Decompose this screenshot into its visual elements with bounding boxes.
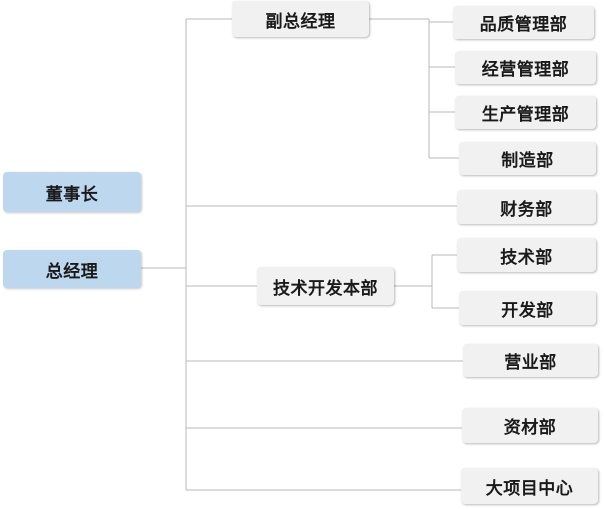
deputy-gm-box: 副总经理 (232, 1, 369, 37)
dept-operations-label: 经营管理部 (481, 60, 570, 80)
dept-manufacturing-label: 制造部 (501, 151, 554, 171)
dept-production-label: 生产管理部 (481, 105, 570, 125)
major-project-center-box: 大项目中心 (461, 468, 598, 504)
dept-development-box: 开发部 (459, 291, 596, 325)
dept-quality-label: 品质管理部 (479, 15, 568, 35)
dept-materials-label: 资材部 (503, 418, 557, 438)
dept-finance-label: 财务部 (500, 199, 553, 220)
general-manager-box: 总经理 (3, 250, 141, 288)
dept-technology-box: 技术部 (457, 238, 596, 272)
dept-production-box: 生产管理部 (455, 96, 596, 129)
dept-technology-label: 技术部 (500, 247, 553, 268)
dept-sales-box: 营业部 (463, 344, 598, 377)
dept-development-label: 开发部 (501, 300, 554, 321)
dept-finance-box: 财务部 (457, 190, 596, 224)
deputy-gm-label: 副总经理 (265, 11, 336, 32)
dept-sales-label: 营业部 (504, 353, 557, 373)
chairman-label: 董事长 (45, 184, 99, 205)
general-manager-label: 总经理 (45, 261, 99, 282)
major-project-center-label: 大项目中心 (485, 478, 574, 499)
dept-operations-box: 经营管理部 (455, 51, 596, 84)
dept-materials-box: 资材部 (462, 408, 598, 443)
chairman-box: 董事长 (3, 172, 141, 212)
dept-manufacturing-box: 制造部 (459, 142, 596, 175)
tech-dev-center-box: 技术开发本部 (257, 267, 394, 305)
tech-dev-center-label: 技术开发本部 (273, 278, 378, 299)
dept-quality-box: 品质管理部 (453, 6, 594, 39)
